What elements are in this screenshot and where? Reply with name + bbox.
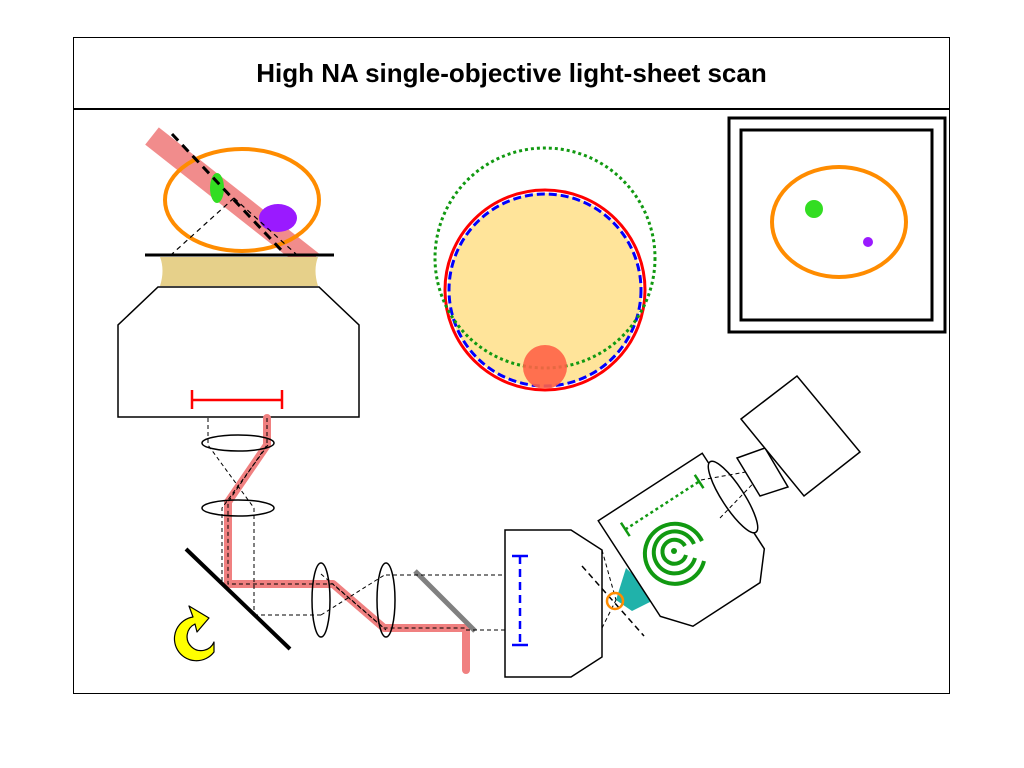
curved-arrow-icon (173, 605, 215, 662)
fold-mirror (413, 569, 477, 633)
camera-image-inner (739, 128, 934, 322)
purple-cell (259, 204, 297, 232)
relay-ray-left (207, 418, 255, 615)
detection-cone-right (233, 197, 297, 255)
remote-focus-cone (616, 568, 658, 611)
image-green-cell (805, 200, 823, 218)
pupil-plane (433, 146, 657, 392)
pupil-fill (448, 193, 642, 387)
primary-objective-body (117, 286, 360, 418)
camera-lens-mount (735, 447, 790, 497)
camera-assembly (700, 374, 862, 534)
diagram-title: High NA single-objective light-sheet sca… (256, 57, 767, 88)
title-bar: High NA single-objective light-sheet sca… (74, 38, 949, 110)
detection-cone-left (171, 197, 235, 255)
camera-image (727, 116, 947, 334)
relay-lens-2 (376, 562, 396, 638)
sample-outline (163, 147, 321, 253)
excitation-path (173, 414, 505, 674)
relay-ray-lower (320, 573, 387, 616)
remote-cone-edge-2 (601, 599, 617, 629)
image-purple-cell (863, 237, 873, 247)
diagram-frame: High NA single-objective light-sheet sca… (73, 37, 950, 694)
remote-image-axis (581, 565, 645, 637)
camera-tube-lens (707, 460, 759, 534)
concentric-rings-icon (642, 521, 706, 586)
excitation-beam (224, 414, 470, 674)
excitation-beam-axis (227, 418, 466, 629)
secondary-objective-body (504, 529, 603, 678)
remote-focus-spot (605, 591, 625, 611)
relay-lens-1 (311, 562, 331, 638)
primary-objective (117, 286, 360, 418)
sheet-axis (170, 132, 285, 254)
camera-body (739, 374, 862, 498)
image-sample-outline (770, 165, 908, 279)
tube-lens-bottom (201, 499, 275, 517)
scan-mirror (184, 547, 292, 651)
pupil-bar-green-cap-left (619, 522, 631, 537)
pupil-green-dotted (433, 146, 657, 370)
secondary-objective (504, 529, 658, 678)
green-cell (210, 173, 224, 203)
pupil-bar-green (624, 480, 700, 531)
remote-cone-edge-1 (601, 549, 617, 601)
pupil-red-outline (443, 188, 647, 392)
illumination-spot (523, 345, 567, 389)
relay-ray-right (221, 444, 269, 584)
tube-lens-top (201, 434, 275, 452)
relay-ray-upper (320, 573, 387, 631)
immersion-medium (160, 257, 318, 286)
sample-region (145, 127, 334, 286)
pupil-bar-green-cap-right (693, 474, 705, 489)
